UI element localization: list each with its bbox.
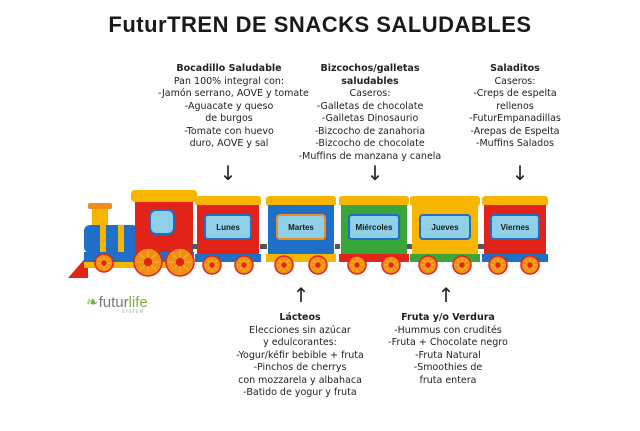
- block-line: fruta entera: [419, 374, 477, 386]
- block-line: -Galletas Dinosaurio: [321, 113, 419, 124]
- block-line: -Hummus con crudités: [394, 324, 502, 336]
- wheel-hub: [281, 262, 287, 268]
- block-line: -Smoothies de: [413, 362, 483, 373]
- wagon-4: [410, 196, 480, 262]
- day-label-jueves: Jueves: [431, 223, 459, 232]
- block-line: -Fruta Natural: [415, 349, 481, 361]
- block-line: Caseros:: [494, 75, 536, 87]
- logo-subtitle: SYSTEM: [122, 309, 144, 314]
- page-title: FuturTREN DE SNACKS SALUDABLES: [108, 12, 532, 37]
- info-block-fruta: Fruta y/o Verdura -Hummus con crudités -…: [378, 312, 518, 387]
- info-block-bizcochos: Bizcochos/galletas saludables Caseros: -…: [294, 63, 446, 163]
- block-line: -Creps de espelta: [473, 88, 557, 99]
- block-line: -Arepas de Espelta: [470, 125, 560, 137]
- up-arrow-icon: ↑: [292, 283, 310, 307]
- down-arrow-icon: ↓: [511, 161, 529, 185]
- info-block-lacteos: Lácteos Elecciones sin azúcar y edulcora…: [224, 312, 376, 400]
- block-line: -Fruta + Chocolate negro: [388, 337, 508, 348]
- block-line: -Pinchos de cherrys: [253, 362, 347, 373]
- wheel-hub: [495, 262, 501, 268]
- block-line: Elecciones sin azúcar: [249, 324, 351, 336]
- down-arrow-icon: ↓: [366, 161, 384, 185]
- block-heading: Bizcochos/galletas: [320, 63, 420, 74]
- day-label-lunes: Lunes: [216, 223, 240, 232]
- block-line: Caseros:: [349, 88, 391, 99]
- wheel-hub: [527, 262, 533, 268]
- block-line: -Aguacate y queso: [184, 100, 274, 112]
- block-line: y edulcorantes:: [263, 337, 337, 348]
- info-block-saladitos: Saladitos Caseros: -Creps de espelta rel…: [456, 63, 574, 151]
- wheel-hub: [315, 262, 321, 268]
- wagon-1: [195, 196, 261, 262]
- wagon-3: [339, 196, 409, 262]
- cabin-window: [149, 209, 175, 235]
- block-line: -Bizcocho de chocolate: [315, 138, 425, 149]
- leaf-icon: ❧: [86, 294, 99, 311]
- wagon-2: [266, 196, 336, 262]
- wheel-hub: [354, 262, 360, 268]
- block-line: de burgos: [205, 113, 253, 124]
- block-heading: Lácteos: [279, 312, 321, 323]
- boiler: [84, 225, 138, 253]
- wagon-5: [482, 196, 548, 262]
- block-line: Pan 100% integral con:: [173, 75, 285, 87]
- block-line: duro, AOVE y sal: [189, 138, 269, 149]
- block-heading: Fruta y/o Verdura: [401, 312, 495, 323]
- day-label-miercoles: Miércoles: [356, 223, 393, 232]
- day-label-viernes: Viernes: [501, 223, 530, 232]
- block-line: -Tomate con huevo: [184, 125, 274, 137]
- wheel-hub: [241, 262, 247, 268]
- block-line: con mozzarela y albahaca: [238, 374, 362, 386]
- wheel-hub: [175, 257, 185, 267]
- wheel-hub: [143, 257, 153, 267]
- wheel-hub: [388, 262, 394, 268]
- down-arrow-icon: ↓: [219, 161, 237, 185]
- block-heading: Bocadillo Saludable: [176, 63, 282, 74]
- block-line: -Jamón serrano, AOVE y tomate: [158, 88, 309, 99]
- logo-text-b: life: [128, 294, 148, 311]
- block-line: -Galletas de chocolate: [316, 100, 424, 112]
- chimney: [92, 207, 108, 227]
- info-block-bocadillo: Bocadillo Saludable Pan 100% integral co…: [158, 63, 309, 151]
- wheel-hub: [425, 262, 431, 268]
- block-line: -Muffins de manzana y canela: [298, 150, 442, 162]
- up-arrow-icon: ↑: [437, 283, 455, 307]
- cowcatcher: [68, 255, 88, 278]
- wheel-hub: [101, 260, 107, 266]
- wheel-hub: [459, 262, 465, 268]
- block-line: -Yogur/kéfir bebible + fruta: [236, 349, 364, 361]
- block-line: -Batido de yogur y fruta: [243, 387, 357, 398]
- block-line: -Muffins Salados: [476, 138, 554, 149]
- logo-text-a: futur: [98, 294, 129, 311]
- block-line: -FuturEmpanadillas: [469, 113, 561, 124]
- block-line: rellenos: [496, 100, 534, 112]
- block-heading: Saladitos: [490, 63, 540, 74]
- day-label-martes: Martes: [288, 223, 314, 232]
- block-line: -Bizcocho de zanahoria: [314, 125, 426, 137]
- wheels: [94, 247, 540, 277]
- wheel-hub: [209, 262, 215, 268]
- futurlife-logo: ❧futurlife: [86, 293, 148, 311]
- block-heading-line-2: saludables: [341, 75, 399, 87]
